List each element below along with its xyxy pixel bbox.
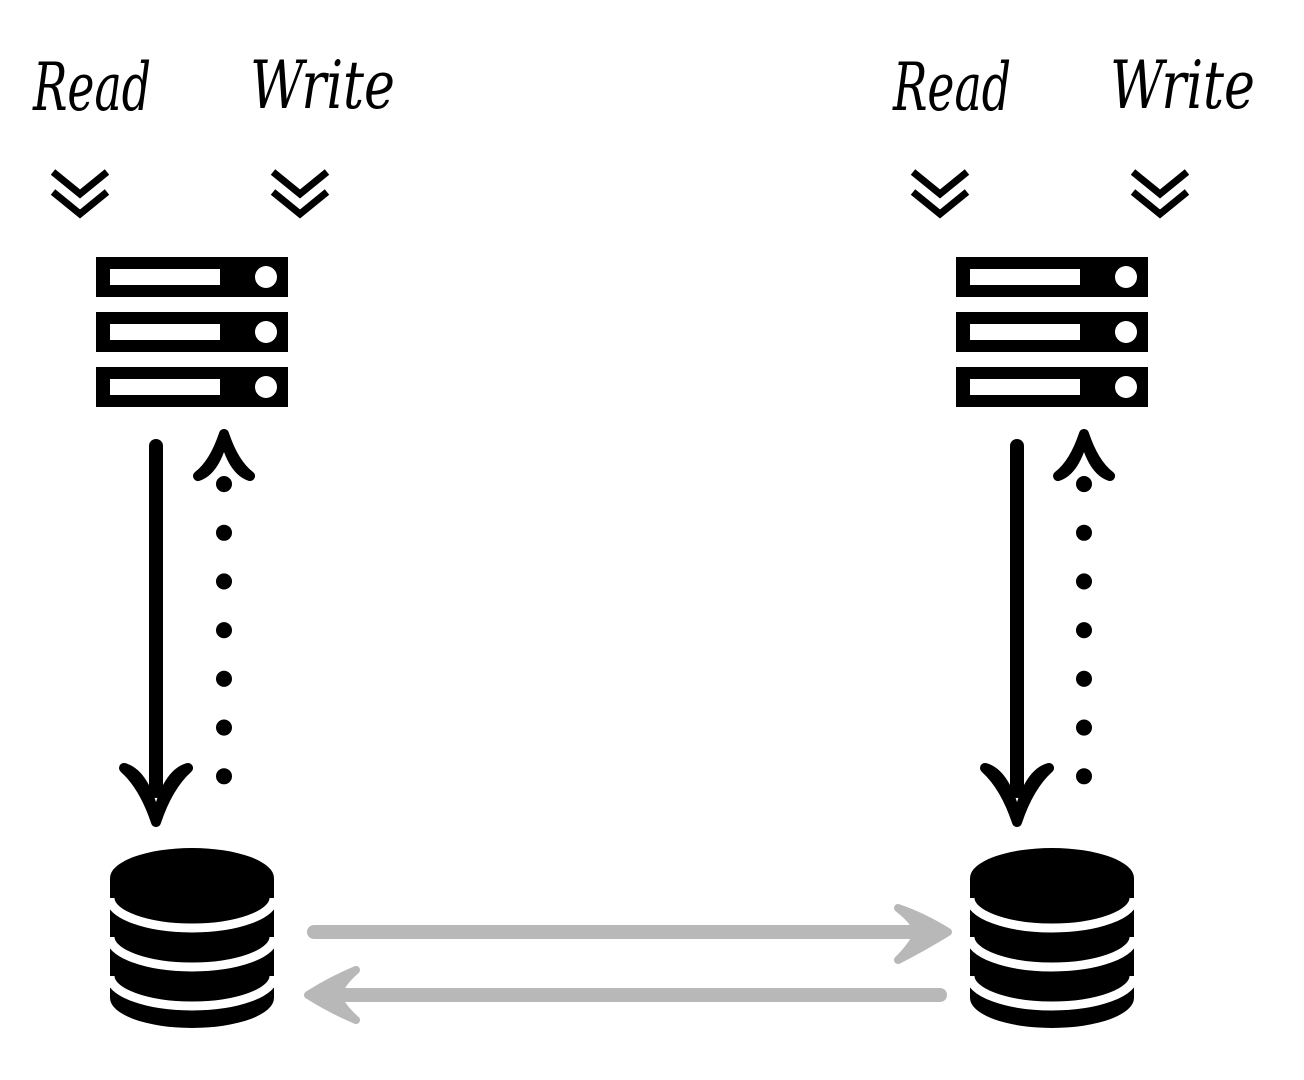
left-read-label: Read [32, 49, 151, 126]
left-read-chevron-icon [53, 172, 107, 214]
right-write-arrow [1058, 434, 1110, 779]
left-write-label: Write [250, 47, 395, 124]
replication-arrow-to-right [307, 904, 952, 964]
right-server-rack-icon [956, 257, 1148, 407]
left-write-chevron-icon [273, 172, 327, 214]
right-read-arrow [985, 446, 1049, 822]
left-database-icon [110, 848, 274, 1028]
right-write-label: Write [1110, 47, 1255, 124]
left-read-arrow [124, 446, 188, 822]
right-database-icon [970, 848, 1134, 1028]
right-read-label: Read [892, 49, 1011, 126]
right-node: Read Write [892, 47, 1255, 1028]
left-write-arrow [198, 434, 250, 779]
right-read-chevron-icon [913, 172, 967, 214]
left-server-rack-icon [96, 257, 288, 407]
replication-arrow-to-left [304, 966, 947, 1024]
left-node: Read Write [32, 47, 395, 1028]
right-write-chevron-icon [1133, 172, 1187, 214]
